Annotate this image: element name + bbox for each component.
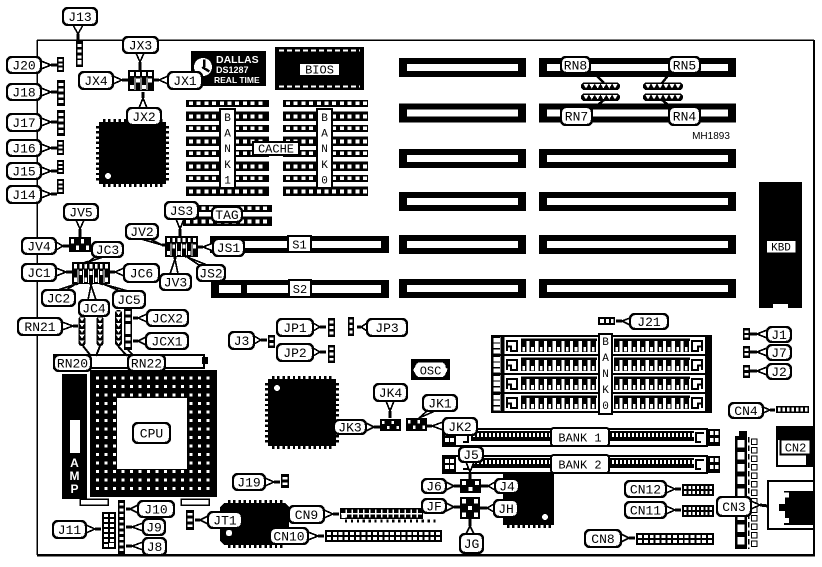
svg-text:J9: J9 xyxy=(146,521,162,536)
svg-text:J6: J6 xyxy=(426,480,442,495)
svg-text:JK2: JK2 xyxy=(448,420,471,435)
svg-text:JX4: JX4 xyxy=(84,74,108,89)
svg-text:S2: S2 xyxy=(293,283,307,297)
svg-text:JS3: JS3 xyxy=(170,204,193,219)
svg-text:RN5: RN5 xyxy=(673,59,696,74)
svg-text:RN22: RN22 xyxy=(131,357,162,372)
svg-text:JP1: JP1 xyxy=(283,321,307,336)
svg-text:JV3: JV3 xyxy=(164,276,187,291)
svg-text:OSC: OSC xyxy=(420,365,442,379)
svg-text:JCX2: JCX2 xyxy=(152,312,183,327)
svg-text:A: A xyxy=(602,353,609,365)
svg-text:JS2: JS2 xyxy=(199,267,222,282)
svg-text:J5: J5 xyxy=(463,448,479,463)
svg-text:J13: J13 xyxy=(68,10,91,25)
svg-text:JV2: JV2 xyxy=(130,225,153,240)
svg-text:JX3: JX3 xyxy=(129,39,152,54)
svg-text:BANK 1: BANK 1 xyxy=(558,432,601,446)
svg-text:0: 0 xyxy=(321,175,328,187)
svg-text:RN4: RN4 xyxy=(673,110,697,125)
svg-text:JC2: JC2 xyxy=(47,292,70,307)
svg-text:JV4: JV4 xyxy=(27,240,51,255)
svg-text:J14: J14 xyxy=(12,188,36,203)
svg-text:A: A xyxy=(321,129,328,141)
svg-text:REAL TIME: REAL TIME xyxy=(214,75,260,85)
svg-text:JP3: JP3 xyxy=(375,321,398,336)
svg-text:JCX1: JCX1 xyxy=(151,335,182,350)
svg-text:J4: J4 xyxy=(499,480,515,495)
svg-text:CN4: CN4 xyxy=(734,404,758,419)
svg-text:A: A xyxy=(70,456,79,470)
svg-text:JK4: JK4 xyxy=(379,386,403,401)
svg-text:CACHE: CACHE xyxy=(258,143,294,157)
svg-text:DS1287: DS1287 xyxy=(216,65,249,75)
svg-text:JG: JG xyxy=(464,537,480,552)
svg-text:JH: JH xyxy=(498,502,514,517)
svg-text:TAG: TAG xyxy=(215,208,238,223)
svg-text:J1: J1 xyxy=(771,328,787,343)
svg-text:MH1893: MH1893 xyxy=(692,131,730,142)
svg-text:J19: J19 xyxy=(237,476,260,491)
svg-text:J8: J8 xyxy=(147,540,163,555)
svg-text:KBD: KBD xyxy=(771,243,791,255)
svg-text:JC5: JC5 xyxy=(117,293,140,308)
svg-text:A: A xyxy=(224,129,231,141)
svg-text:CN10: CN10 xyxy=(273,530,304,545)
svg-text:RN21: RN21 xyxy=(24,320,55,335)
svg-text:JP2: JP2 xyxy=(283,346,306,361)
svg-text:B: B xyxy=(602,337,609,349)
svg-text:JK1: JK1 xyxy=(428,397,452,412)
svg-text:B: B xyxy=(224,113,231,125)
svg-text:J18: J18 xyxy=(12,86,35,101)
svg-text:J11: J11 xyxy=(58,523,82,538)
svg-text:J3: J3 xyxy=(234,334,250,349)
svg-text:CN2: CN2 xyxy=(785,442,807,456)
svg-text:CN11: CN11 xyxy=(630,504,661,519)
svg-text:0: 0 xyxy=(602,401,609,413)
svg-text:CN9: CN9 xyxy=(295,508,318,523)
svg-text:K: K xyxy=(321,160,328,172)
svg-text:K: K xyxy=(602,385,609,397)
svg-text:JC3: JC3 xyxy=(96,243,119,258)
svg-text:N: N xyxy=(602,369,609,381)
svg-text:N: N xyxy=(224,144,231,156)
svg-text:J10: J10 xyxy=(144,503,167,518)
svg-text:1: 1 xyxy=(224,175,231,187)
svg-text:DALLAS: DALLAS xyxy=(216,54,259,66)
svg-text:CPU: CPU xyxy=(140,427,163,442)
svg-text:BIOS: BIOS xyxy=(305,64,334,78)
svg-text:J21: J21 xyxy=(637,315,661,330)
svg-text:JX2: JX2 xyxy=(132,110,155,125)
svg-text:JX1: JX1 xyxy=(173,74,197,89)
svg-text:JF: JF xyxy=(426,500,442,515)
svg-text:DALLAS: DALLAS xyxy=(216,54,259,66)
svg-text:JC6: JC6 xyxy=(130,267,153,282)
svg-text:CN3: CN3 xyxy=(722,500,745,515)
svg-text:JC4: JC4 xyxy=(82,302,106,317)
svg-text:S1: S1 xyxy=(292,239,306,253)
svg-text:RN7: RN7 xyxy=(565,110,588,125)
svg-text:J20: J20 xyxy=(12,59,35,74)
svg-text:J16: J16 xyxy=(12,142,35,157)
svg-text:JC1: JC1 xyxy=(27,266,51,281)
svg-text:J17: J17 xyxy=(12,116,35,131)
svg-text:M: M xyxy=(70,469,80,483)
svg-text:JS1: JS1 xyxy=(217,241,241,256)
svg-text:CN8: CN8 xyxy=(591,532,614,547)
svg-text:JT1: JT1 xyxy=(213,514,237,529)
svg-text:RN20: RN20 xyxy=(57,357,88,372)
svg-text:RN8: RN8 xyxy=(564,59,587,74)
svg-text:CN12: CN12 xyxy=(630,483,661,498)
svg-text:N: N xyxy=(321,144,328,156)
svg-text:P: P xyxy=(70,482,78,496)
svg-text:BANK 2: BANK 2 xyxy=(558,459,601,473)
svg-text:J2: J2 xyxy=(771,365,787,380)
svg-text:K: K xyxy=(224,160,231,172)
svg-text:JV5: JV5 xyxy=(69,206,92,221)
svg-text:JK3: JK3 xyxy=(338,421,361,436)
svg-text:J15: J15 xyxy=(12,165,35,180)
svg-text:J7: J7 xyxy=(771,346,787,361)
svg-text:B: B xyxy=(321,113,328,125)
